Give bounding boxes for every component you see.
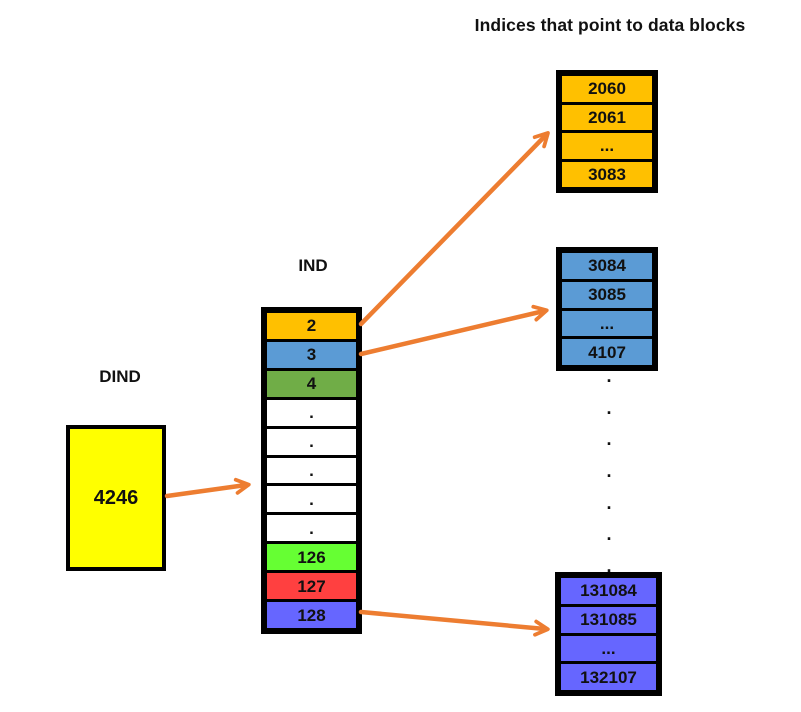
arrow-ind2-to-orange-block: [358, 131, 550, 327]
ind-table: 2 3 4 . . . . . 126 127 128: [261, 307, 362, 634]
data-block-violet: 131084 131085 ... 132107: [555, 572, 662, 696]
ind-row: 3: [267, 341, 356, 368]
ind-row: .: [267, 515, 356, 542]
ind-row: 128: [267, 602, 356, 628]
diagram-title: Indices that point to data blocks: [474, 15, 746, 35]
ellipsis-dot: .: [606, 556, 612, 577]
ellipsis-dot: .: [606, 366, 612, 386]
ind-row: .: [267, 428, 356, 455]
data-block-row: 2060: [562, 76, 652, 102]
ind-row: .: [267, 457, 356, 484]
ind-row: .: [267, 399, 356, 426]
data-block-row: 4107: [562, 339, 652, 365]
data-block-row: 132107: [561, 664, 656, 690]
ellipsis-dot: .: [606, 397, 612, 418]
ellipsis-dot: .: [606, 461, 612, 482]
data-block-orange: 2060 2061 ... 3083: [556, 70, 658, 193]
ellipsis-dot: .: [606, 524, 612, 545]
vertical-ellipsis: . . . . . . .: [595, 366, 623, 577]
ellipsis-dot: .: [606, 429, 612, 450]
arrow-ind128-to-violet-block: [358, 609, 550, 637]
dind-value: 4246: [93, 486, 139, 509]
data-block-blue: 3084 3085 ... 4107: [556, 247, 658, 371]
ind-label: IND: [298, 256, 328, 275]
ellipsis-dot: .: [606, 492, 612, 513]
dind-block: 4246: [66, 425, 166, 571]
data-block-row: ...: [561, 635, 656, 662]
data-block-row: 2061: [562, 104, 652, 130]
data-block-row: 3085: [562, 281, 652, 308]
ind-row: 4: [267, 370, 356, 397]
arrow-dind-to-ind: [164, 477, 251, 499]
ind-row: 2: [267, 313, 356, 339]
data-block-row: ...: [562, 310, 652, 337]
data-block-row: 3084: [562, 253, 652, 279]
dind-label: DIND: [99, 367, 141, 386]
ind-row: 126: [267, 544, 356, 571]
data-block-row: 131085: [561, 606, 656, 633]
data-block-row: 3083: [562, 161, 652, 187]
data-block-row: ...: [562, 133, 652, 159]
ind-row: .: [267, 486, 356, 513]
ind-row: 127: [267, 573, 356, 600]
arrow-ind3-to-blue-block: [358, 304, 549, 357]
data-block-row: 131084: [561, 578, 656, 604]
